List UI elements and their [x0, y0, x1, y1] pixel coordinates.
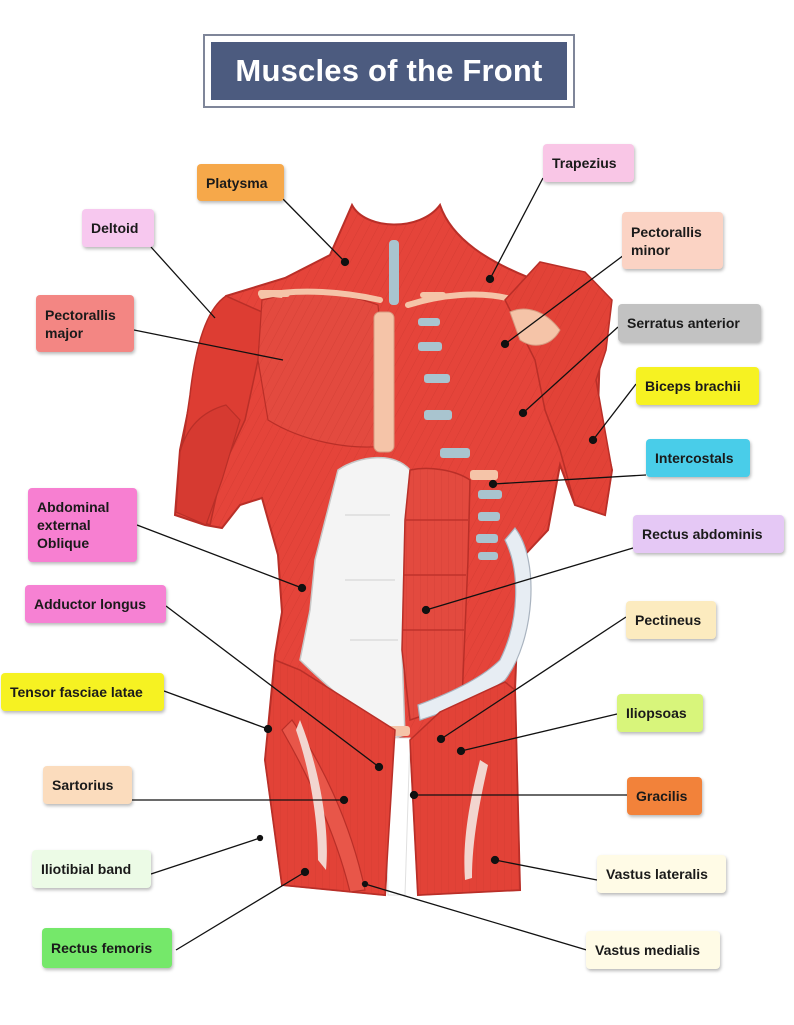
title-frame: Muscles of the Front [203, 34, 575, 108]
label-iliopsoas: Iliopsoas [617, 694, 703, 732]
label-gracilis: Gracilis [627, 777, 702, 815]
label-biceps-brachii: Biceps brachii [636, 367, 759, 405]
label-rectus-abdominis: Rectus abdominis [633, 515, 784, 553]
sartorius-muscle [281, 719, 366, 893]
label-iliotibial-band: Iliotibial band [32, 850, 151, 888]
label-tensor-fasciae-latae: Tensor fasciae latae [1, 673, 164, 711]
label-pectorallis-minor: Pectorallis minor [622, 212, 723, 269]
sternum [373, 311, 395, 453]
ribs [418, 318, 502, 560]
label-vastus-medialis: Vastus medialis [586, 931, 720, 969]
label-platysma: Platysma [197, 164, 284, 201]
page-title: Muscles of the Front [211, 42, 567, 100]
label-vastus-lateralis: Vastus lateralis [597, 855, 726, 893]
label-adductor-longus: Adductor longus [25, 585, 166, 623]
label-serratus-anterior: Serratus anterior [618, 304, 761, 342]
label-abdominal-external-oblique: Abdominal external Oblique [28, 488, 137, 562]
label-trapezius: Trapezius [543, 144, 634, 182]
label-pectorallis-major: Pectorallis major [36, 295, 134, 352]
label-intercostals: Intercostals [646, 439, 750, 477]
trachea [389, 240, 399, 305]
label-pectineus: Pectineus [626, 601, 716, 639]
label-rectus-femoris: Rectus femoris [42, 928, 172, 968]
label-deltoid: Deltoid [82, 209, 154, 247]
torso [173, 202, 614, 897]
label-sartorius: Sartorius [43, 766, 132, 804]
leader-lines [132, 177, 647, 952]
inguinal-ligament [417, 527, 532, 721]
